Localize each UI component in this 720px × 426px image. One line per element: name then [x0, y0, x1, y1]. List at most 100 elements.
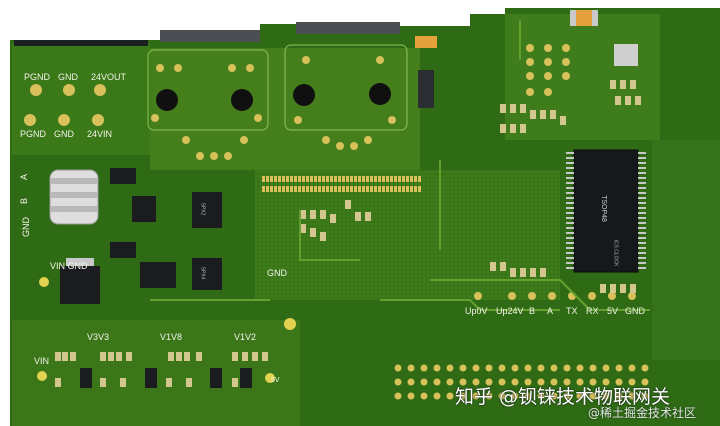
connector-pad	[474, 292, 482, 300]
connector-pad	[508, 292, 516, 300]
smd-capacitor	[70, 352, 76, 361]
smd-capacitor	[184, 352, 190, 361]
watermark-main: 知乎 @钡铼技术物联网关	[455, 386, 671, 408]
bottom-header-pin	[602, 364, 610, 372]
right-header	[474, 44, 636, 300]
tsop-pin-right	[638, 207, 646, 209]
smd-capacitor	[540, 268, 546, 277]
smd-capacitor	[635, 96, 641, 105]
bottom-header-pin	[641, 392, 649, 400]
smd-capacitor	[600, 284, 606, 293]
connector-pad	[562, 72, 570, 80]
bottom-header-pin	[550, 364, 558, 372]
tsop-pin-right	[638, 217, 646, 219]
bottom-header-pin	[641, 378, 649, 386]
tsop-pin-right	[638, 227, 646, 229]
bottom-header-pin	[576, 378, 584, 386]
connector-label-1: Up24V	[496, 306, 524, 316]
ic-u1	[192, 192, 222, 228]
label-side-b: B	[19, 197, 30, 205]
connector-pad	[548, 292, 556, 300]
bottom-header-pin	[420, 378, 428, 386]
tsop-pin-left	[566, 197, 574, 199]
inductor-extra	[240, 368, 252, 388]
header-pin	[398, 176, 401, 182]
header-pin	[346, 176, 349, 182]
bottom-header-pin	[394, 378, 402, 386]
smd-capacitor	[365, 212, 371, 221]
header-pin	[330, 186, 333, 192]
header-pin	[366, 186, 369, 192]
label-v3v3: V3V3	[87, 332, 110, 342]
header-pin	[398, 186, 401, 192]
bottom-header-pin	[446, 378, 454, 386]
tsop-pin-right	[638, 222, 646, 224]
label-pgnd-bottom: PGND	[20, 129, 47, 139]
traces	[150, 20, 650, 311]
tsop-pin-left	[566, 202, 574, 204]
test-point-2	[37, 371, 47, 381]
connector-pad	[526, 72, 534, 80]
mosfet-1	[110, 168, 136, 184]
bottom-header-pin	[550, 392, 558, 400]
bottom-header-pin	[576, 392, 584, 400]
bottom-header	[394, 364, 649, 400]
terminal-pad	[63, 84, 75, 96]
bottom-header-pin	[524, 378, 532, 386]
tsop-pin-left	[566, 232, 574, 234]
test-point-3	[39, 277, 49, 287]
label-gnd-bottom: GND	[54, 129, 74, 139]
terminal-pad	[92, 114, 104, 126]
header-pin	[362, 176, 365, 182]
smd-capacitor	[355, 212, 361, 221]
tsop-pin-right	[638, 212, 646, 214]
smd-capacitor	[320, 232, 326, 241]
smd-capacitor	[108, 352, 114, 361]
header-pin	[378, 176, 381, 182]
ic-u1-label: SPX2	[199, 202, 206, 216]
connector-pad	[528, 292, 536, 300]
tsop-pin-left	[566, 182, 574, 184]
header-pin	[318, 176, 321, 182]
tsop48-chip	[573, 149, 639, 273]
smd-capacitor	[630, 284, 636, 293]
bottom-header-pin	[433, 378, 441, 386]
relay-2-coil-a	[293, 84, 315, 106]
header-pin	[262, 186, 265, 192]
bottom-header-pin	[511, 364, 519, 372]
header-pin	[382, 176, 385, 182]
bottom-header-pin	[628, 392, 636, 400]
bottom-header-pin	[433, 364, 441, 372]
bottom-header-pin	[524, 392, 532, 400]
tsop-pin-left	[566, 237, 574, 239]
copper-pour-left	[12, 44, 150, 155]
bottom-header-pin	[472, 378, 480, 386]
relay-pad	[322, 136, 330, 144]
mosfet-2	[132, 196, 156, 222]
tsop-pin-left	[566, 172, 574, 174]
bottom-header-pin	[524, 364, 532, 372]
test-point-4	[265, 373, 275, 383]
connector-pad	[526, 88, 534, 96]
header-pin	[310, 186, 313, 192]
header-pin	[262, 176, 265, 182]
tsop-pin-right	[638, 257, 646, 259]
smd-capacitor	[116, 352, 122, 361]
bottom-header-pin	[433, 392, 441, 400]
tsop-pin-left	[566, 162, 574, 164]
header-row-middle	[262, 176, 421, 192]
tsop-pin-right	[638, 192, 646, 194]
tsop-pin-left	[566, 152, 574, 154]
header-pin	[298, 176, 301, 182]
left-top-connector	[14, 40, 148, 46]
smd-capacitor	[300, 210, 306, 219]
bottom-header-pin	[407, 392, 415, 400]
bottom-header-pin	[550, 378, 558, 386]
inductor-v1v8	[145, 368, 157, 388]
header-pin	[310, 176, 313, 182]
bottom-header-pin	[615, 364, 623, 372]
connector-label-5: RX	[586, 306, 599, 316]
header-pin	[282, 186, 285, 192]
smd-components	[55, 80, 641, 387]
